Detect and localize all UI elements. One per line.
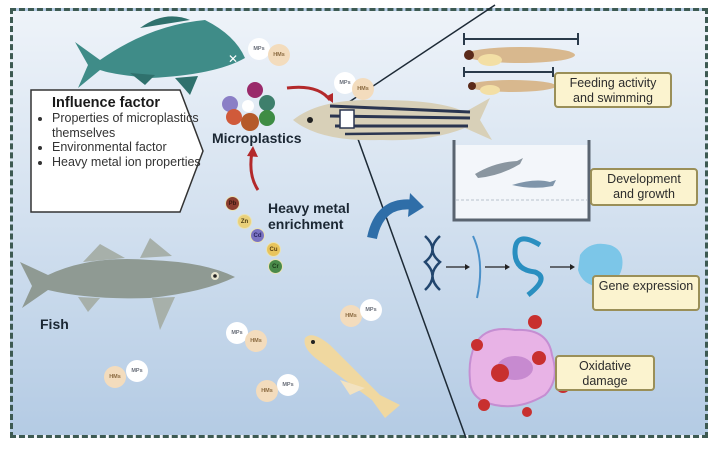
mrna-icon — [472, 235, 482, 299]
zoom-line-bottom — [353, 127, 467, 439]
hms-bubble: HMs — [245, 330, 267, 352]
effect-label-gene: Gene expression — [592, 275, 700, 311]
svg-text:✕: ✕ — [228, 52, 238, 66]
effect-label-oxidative: Oxidative damage — [555, 355, 655, 391]
hms-bubble: HMs — [104, 366, 126, 388]
polypeptide-icon — [512, 236, 544, 297]
influence-item: Properties of microplastics themselves — [52, 111, 212, 140]
mps-bubble: MPs — [334, 72, 356, 94]
heavy-metal-label: Heavy metal enrichment — [268, 200, 350, 232]
influence-factor-title: Influence factor — [52, 95, 160, 111]
metal-ion-zn: Zn — [237, 214, 252, 229]
hms-bubble: HMs — [256, 380, 278, 402]
metal-ion-cd: Cd — [250, 228, 265, 243]
teal-fish-icon: ✕ — [75, 16, 245, 95]
hms-bubble: HMs — [352, 78, 374, 100]
influence-item: Heavy metal ion properties — [52, 155, 212, 170]
arrow-to-microplastics — [249, 151, 260, 191]
arrow-to-zebrafish — [286, 85, 332, 101]
metal-ion-pb: Pb — [225, 196, 240, 211]
oxidative-cell-icon — [468, 328, 556, 408]
metal-ion-cr: Cr — [268, 259, 283, 274]
effect-label-feeding: Feeding activity and swimming — [554, 72, 672, 108]
dna-icon — [423, 235, 442, 291]
fish-label: Fish — [40, 316, 69, 332]
influence-factor-box: Influence factor Properties of microplas… — [30, 89, 205, 213]
zoom-box — [339, 109, 355, 129]
mps-bubble: MPs — [226, 322, 248, 344]
mps-bubble: MPs — [360, 299, 382, 321]
hms-bubble: HMs — [268, 44, 290, 66]
effect-label-development: Development and growth — [590, 168, 698, 206]
zebrafish-icon — [293, 98, 492, 141]
influence-item: Environmental factor — [52, 140, 212, 155]
microplastics-cluster-icon — [222, 82, 275, 131]
medaka-fish-icon — [304, 335, 400, 418]
mps-bubble: MPs — [126, 360, 148, 382]
metal-ion-cu: Cu — [266, 242, 281, 257]
hms-bubble: HMs — [340, 305, 362, 327]
grey-fish-icon — [20, 238, 235, 330]
blue-curved-arrow — [367, 199, 416, 240]
influence-factor-list: Properties of microplastics themselves E… — [34, 111, 212, 169]
larvae-length-icon — [463, 33, 579, 95]
microplastics-label: Microplastics — [212, 130, 302, 146]
mps-bubble: MPs — [248, 38, 270, 60]
mps-bubble: MPs — [277, 374, 299, 396]
fish-tank-icon — [452, 140, 591, 222]
